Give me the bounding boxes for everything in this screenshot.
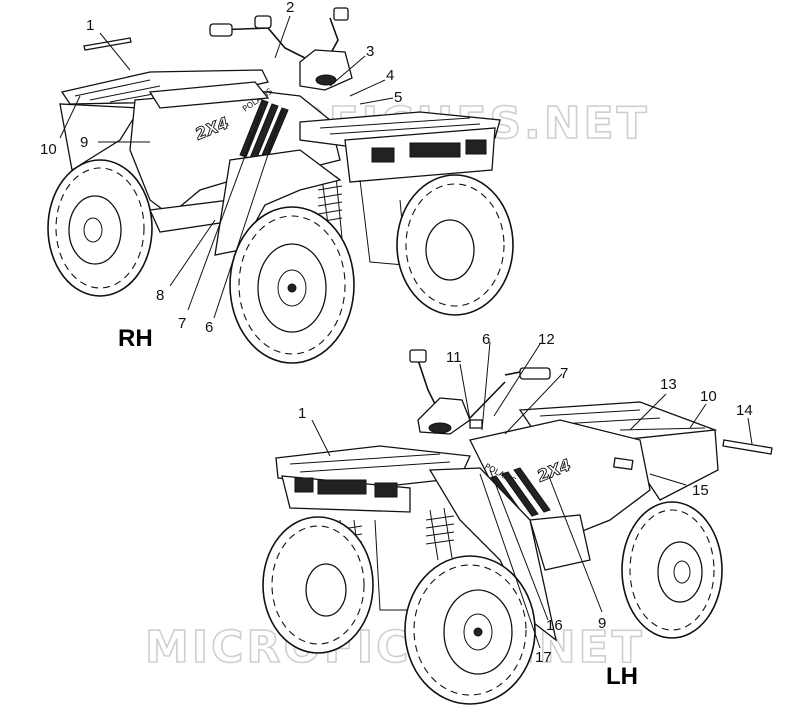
lh-front-rack <box>275 445 471 513</box>
rh-near-front-tire <box>229 206 355 364</box>
lh-callout: 13 <box>660 376 677 393</box>
lh-decal-13 <box>613 457 634 471</box>
rh-callout: 9 <box>80 134 88 151</box>
lh-view-label: LH <box>606 663 638 690</box>
lh-callout: 6 <box>482 331 490 348</box>
lh-callout: 11 <box>446 349 462 366</box>
rh-front-rack <box>299 111 501 183</box>
lh-decal-14-strip <box>722 439 773 455</box>
lh-callout: 16 <box>546 617 563 634</box>
lh-callout: 1 <box>298 405 306 422</box>
rh-callout: 1 <box>86 17 94 34</box>
watermark-bottom: MICROFICHES.NET <box>145 622 645 673</box>
lh-callout: 9 <box>598 615 606 632</box>
rh-callout: 8 <box>156 287 164 304</box>
rh-callout: 7 <box>178 315 186 332</box>
lh-atv-drawing: 2X4 POLARIS <box>262 349 773 705</box>
lh-callouts: 11 6 12 7 13 10 14 1 15 16 9 17 <box>298 331 753 666</box>
lh-callout: 15 <box>692 482 709 499</box>
lh-engine <box>529 514 591 571</box>
rh-rear-tire <box>47 159 153 297</box>
lh-callout: 14 <box>736 402 753 419</box>
lh-callout: 17 <box>535 649 552 666</box>
rh-callouts: 1 2 3 4 5 10 9 8 7 6 <box>40 0 402 336</box>
rh-decal-1-strip <box>83 37 132 51</box>
lh-callout: 7 <box>560 365 568 382</box>
rh-front-fender <box>214 149 342 256</box>
lh-rear-tire <box>621 501 723 639</box>
rh-far-front-tire <box>396 174 514 316</box>
rh-callout: 3 <box>366 43 374 60</box>
rh-callout: 2 <box>286 0 294 16</box>
lh-handlebar <box>409 349 551 435</box>
rh-atv-drawing: 2X4 POLARIS <box>47 7 514 364</box>
rh-callout: 10 <box>40 141 57 158</box>
lh-near-front-tire <box>404 555 536 705</box>
lh-callout: 12 <box>538 331 555 348</box>
rh-handlebar <box>209 7 353 91</box>
rh-view-label: RH <box>118 325 153 352</box>
lh-leader-lines <box>311 341 753 649</box>
lh-callout: 10 <box>700 388 717 405</box>
rh-rear-rack <box>59 69 269 172</box>
rh-callout: 4 <box>386 67 394 84</box>
rh-callout: 6 <box>205 319 213 336</box>
rh-callout: 5 <box>394 89 402 106</box>
rh-seat <box>148 81 270 109</box>
rh-leader-lines <box>59 15 394 319</box>
lh-far-front-tire <box>262 516 374 654</box>
